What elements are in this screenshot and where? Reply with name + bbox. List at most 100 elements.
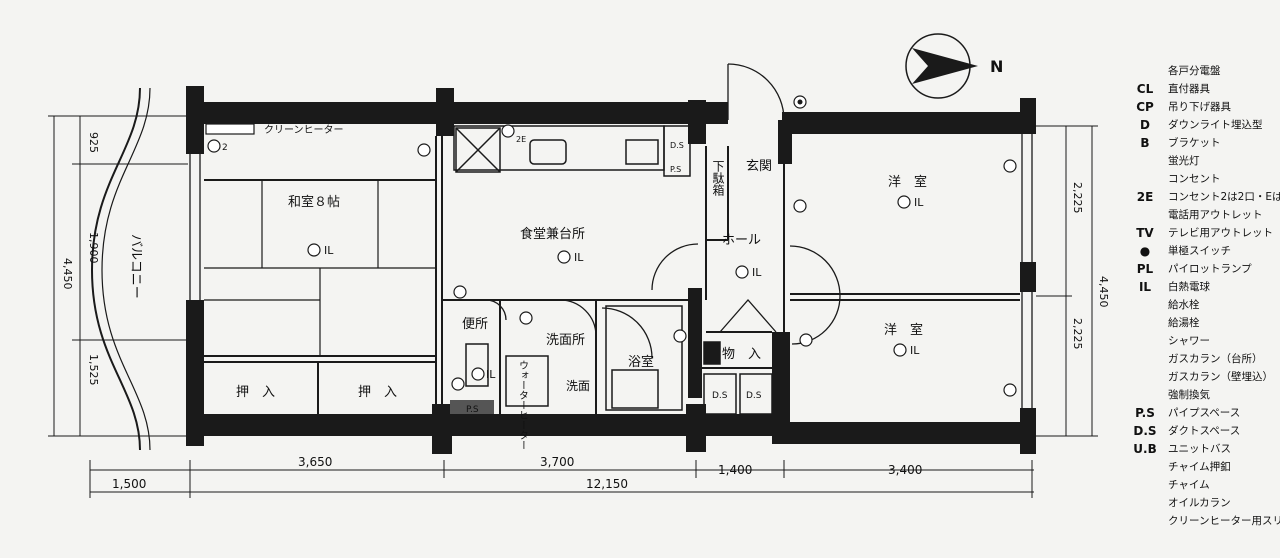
column-3 — [688, 100, 706, 144]
dim-3400: 3,400 — [888, 463, 922, 477]
legend-symbol: B — [1140, 136, 1150, 150]
legend-label: ガスカラン（台所） — [1168, 353, 1263, 365]
bath-door-swing — [601, 307, 653, 359]
top-wall-right — [782, 112, 1034, 134]
pilot-lamp-icon — [519, 311, 533, 325]
label-senmen: 洗面 — [566, 379, 590, 393]
interior-walls — [204, 136, 1020, 414]
legend-row: 電話用アウトレット — [1128, 206, 1280, 224]
dim-1400: 1,400 — [718, 463, 752, 477]
dim-12150: 12,150 — [586, 477, 628, 491]
left-wall-bottom — [186, 300, 204, 446]
label-outlet-count: 2 — [222, 143, 228, 153]
closet-door-fold — [719, 299, 777, 333]
legend-label: ユニットバス — [1168, 443, 1231, 455]
bracket-icon — [673, 329, 687, 343]
room-bath: 浴室 — [628, 354, 654, 370]
room-western-2: 洋 室 — [884, 322, 923, 338]
label-pipe-space: P.S — [466, 405, 479, 415]
room-balcony: バルコニー — [128, 234, 143, 299]
column-1 — [436, 88, 454, 136]
dim-1525: 1,525 — [87, 354, 100, 386]
fixture-symbols — [207, 95, 1017, 397]
fixture-labels: IL IL IL IL IL IL クリーンヒーター P.S D.S D.S D… — [222, 124, 924, 415]
dimension-labels: 3,650 3,700 1,400 3,400 12,150 1,500 — [112, 455, 922, 491]
wall-wet-area — [688, 288, 702, 398]
wc-door-swing — [485, 299, 507, 321]
legend-label: ガスカラン（壁埋込） — [1168, 371, 1273, 383]
water-heater-box — [505, 355, 549, 407]
label-cp-il: IL — [324, 244, 334, 257]
room-oshiire-2: 押 入 — [358, 385, 397, 400]
walls — [186, 86, 1036, 454]
right-wall-bottom — [1020, 408, 1036, 454]
column-6 — [772, 332, 790, 436]
legend-row: チャイム押釦 — [1128, 458, 1280, 476]
tv-outlet-icon — [417, 143, 431, 157]
legend-row: コンセント — [1128, 170, 1280, 188]
legend-label: 各戸分電盤 — [1168, 65, 1221, 77]
room1-door-swing — [789, 245, 841, 297]
stove — [625, 139, 659, 165]
dim-1900: 1,900 — [87, 232, 100, 264]
legend-symbol: P.S — [1135, 406, 1155, 420]
legend-label: ダウンライト埋込型 — [1168, 119, 1263, 131]
compass-north-label: N — [990, 57, 1003, 76]
legend-label: クリーンヒーター用スリーブ — [1168, 515, 1280, 527]
dim-3650: 3,650 — [298, 455, 332, 469]
legend-row: 給湯栓 — [1128, 314, 1280, 332]
label-cl-il: IL — [574, 251, 584, 264]
tatami-lines — [204, 180, 436, 356]
legend-row: チャイム — [1128, 476, 1280, 494]
room-labels: 和室８帖 食堂兼台所 玄関 ホール 洋 室 洋 室 便所 洗面所 浴室 物 入 … — [236, 159, 927, 400]
legend-label: 単極スイッチ — [1168, 245, 1231, 257]
legend-label: 直付器具 — [1168, 83, 1210, 95]
sink — [529, 139, 567, 165]
legend-row: 各戸分電盤 — [1128, 62, 1280, 80]
dim-4450-left: 4,450 — [61, 258, 74, 290]
label-cl-il-room2: IL — [910, 344, 920, 357]
label-water-heater: ウォーターヒーター — [517, 360, 529, 450]
label-outlet-2e: 2E — [516, 135, 526, 144]
legend-label: 電話用アウトレット — [1168, 209, 1263, 221]
room-washitsu: 和室８帖 — [288, 194, 340, 210]
legend-row: 強制換気 — [1128, 386, 1280, 404]
entrance-door-swing — [727, 63, 785, 121]
right-wall-mid — [1020, 262, 1036, 292]
room-storage: 物 入 — [722, 347, 761, 362]
room-hall: ホール — [722, 233, 761, 248]
legend-symbol: 2E — [1136, 190, 1154, 204]
outlet-icon-wc — [451, 377, 465, 391]
room-genkan: 玄関 — [746, 159, 772, 174]
dim-2225-top: 2,225 — [1071, 182, 1084, 214]
downlight-icon-wc — [471, 367, 485, 381]
outlet-icon-room1 — [1003, 159, 1017, 173]
legend-label: 強制換気 — [1168, 389, 1210, 401]
top-wall-left — [188, 102, 728, 124]
windows — [189, 134, 1033, 408]
kitchen-door-swing — [651, 243, 699, 291]
compass-icon — [905, 33, 978, 99]
legend-symbol: TV — [1136, 226, 1154, 240]
outlet-icon-room2 — [1003, 383, 1017, 397]
legend-row: ガスカラン（壁埋込） — [1128, 368, 1280, 386]
legend-label: シャワー — [1168, 335, 1210, 347]
legend-label: 白熱電球 — [1168, 281, 1210, 293]
fluorescent-lamp-icon — [205, 123, 255, 135]
legend-label: チャイム — [1168, 479, 1210, 491]
washroom-door-swing — [559, 299, 597, 337]
room-toilet: 便所 — [462, 317, 488, 332]
label-cl-il-room1: IL — [914, 196, 924, 209]
bottom-wall-left — [188, 414, 788, 436]
right-wall-top — [1020, 98, 1036, 134]
legend-row: ●単極スイッチ — [1128, 242, 1280, 260]
dim-4450-right: 4,450 — [1097, 276, 1110, 308]
bottom-wall-right — [772, 422, 1034, 444]
